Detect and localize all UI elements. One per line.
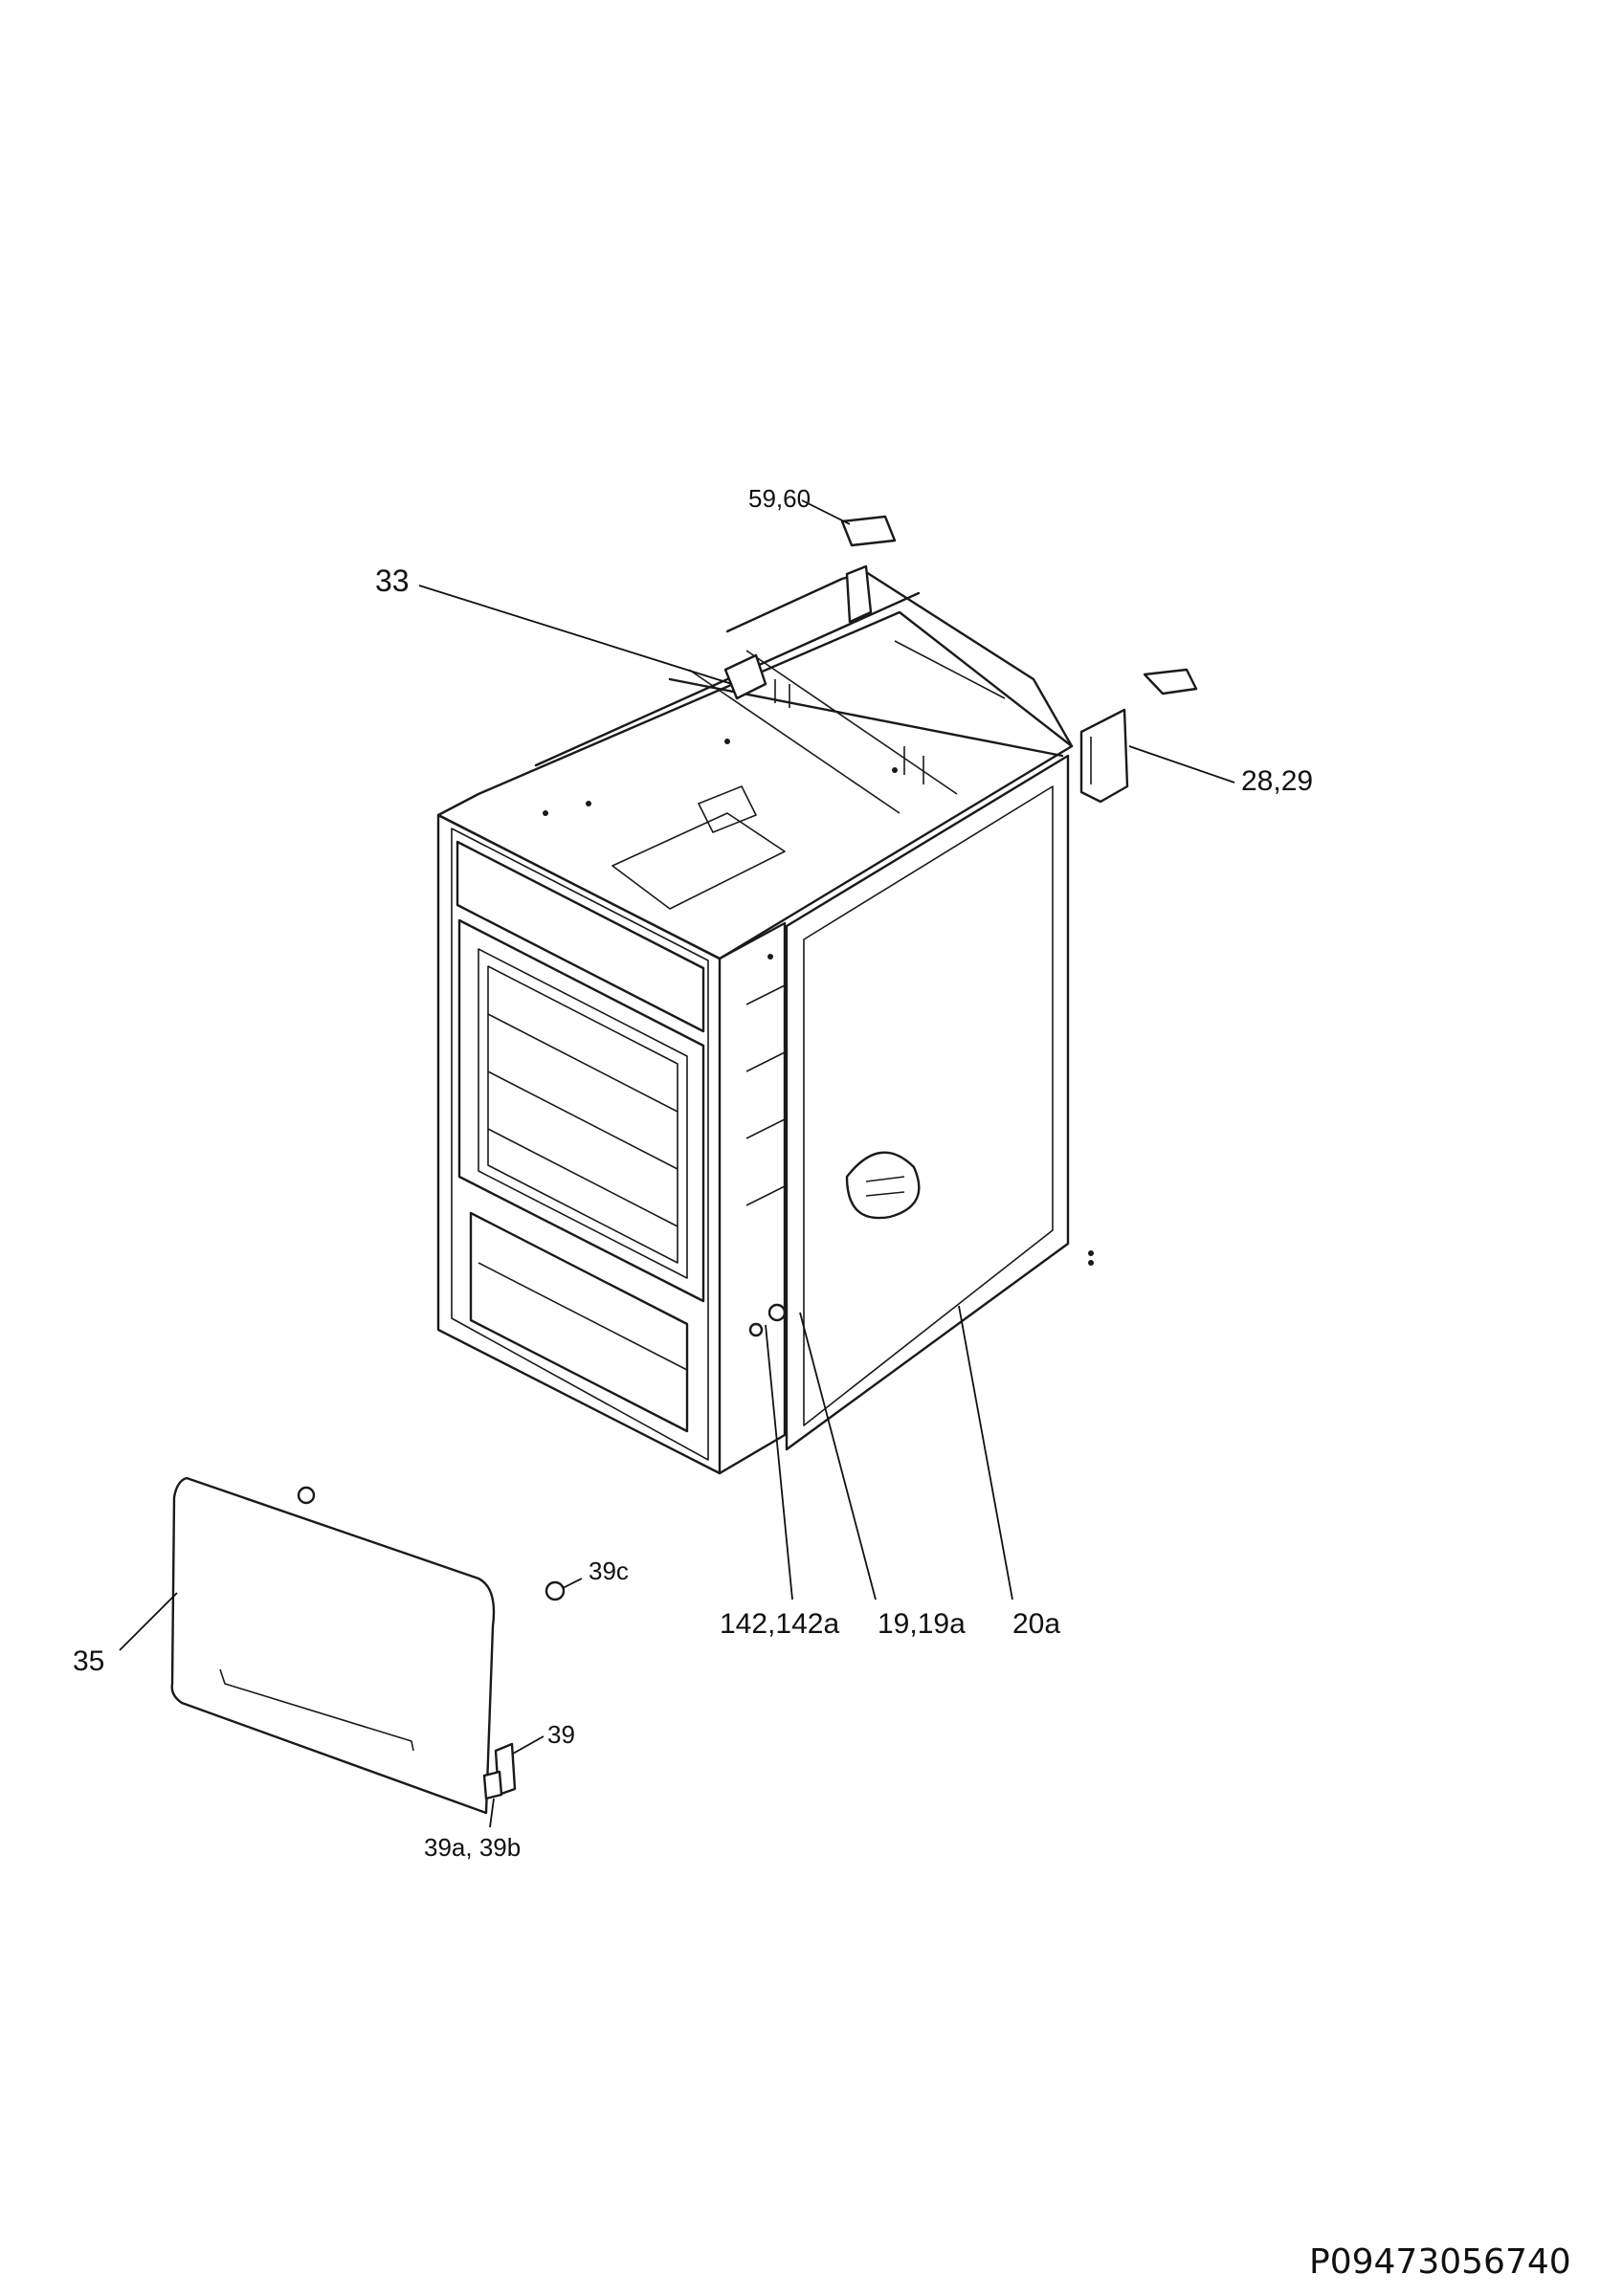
side-panel (748, 754, 1094, 1451)
callout-33: 33 (375, 563, 410, 598)
hinge-39 (482, 1742, 517, 1800)
callout-19: 19,19a (878, 1608, 966, 1640)
callout-20a: 20a (1012, 1608, 1060, 1640)
callout-39a-39b: 39a, 39b (424, 1833, 521, 1862)
document-code: P09473056740 (1309, 2242, 1571, 2282)
callout-28-29: 28,29 (1241, 765, 1313, 797)
callout-142: 142,142a (720, 1608, 839, 1640)
oven-housing (436, 570, 1074, 1475)
top-bracket-33 (723, 653, 924, 784)
callout-39: 39 (547, 1720, 575, 1749)
callout-labels: 59,60 33 28,29 39c 142,142a 19,19a 20a 3… (73, 484, 1313, 1862)
callout-59-60: 59,60 (748, 484, 811, 513)
leader-lines (119, 499, 1235, 1828)
rear-bracket-28 (1079, 668, 1198, 804)
clip-59-60 (840, 515, 897, 624)
drawer-front (170, 1476, 496, 1815)
knob-39c (545, 1580, 566, 1601)
callout-35: 35 (73, 1645, 104, 1677)
callout-39c: 39c (589, 1556, 629, 1585)
